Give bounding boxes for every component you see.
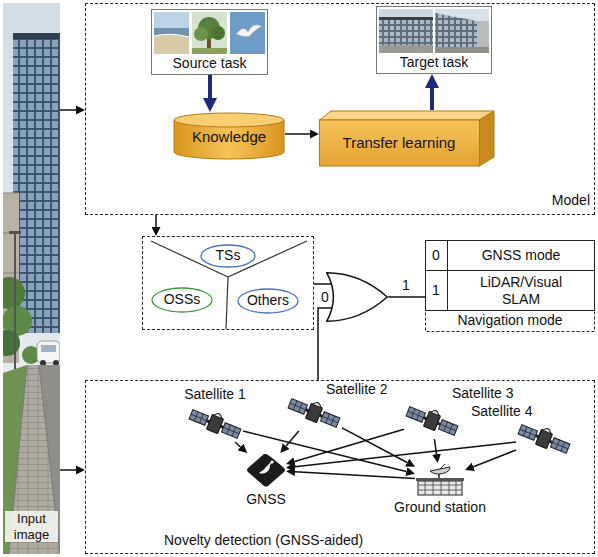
- class-ellipse: OSSs: [151, 287, 213, 313]
- signal-value: 1: [400, 277, 412, 294]
- knowledge-flow-arrow: [430, 88, 434, 110]
- target-photos: [377, 7, 491, 53]
- region-label: Model: [526, 192, 590, 209]
- connector: [235, 442, 241, 447]
- connector: [286, 431, 299, 446]
- source-task-box: Source task: [151, 9, 268, 75]
- signal-value: 0: [319, 289, 331, 306]
- receiver-label: GNSS: [241, 491, 291, 508]
- connector: [285, 133, 310, 135]
- table-cell: LiDAR/Visual SLAM: [463, 274, 579, 308]
- connector: [295, 442, 516, 467]
- table-cell: 0: [425, 247, 447, 264]
- ground-station-icon: [415, 463, 465, 497]
- source-photos: [152, 10, 267, 54]
- or-gate: [326, 272, 388, 322]
- satellite-label: Satellite 2: [326, 381, 398, 398]
- connector: [314, 283, 332, 285]
- ground-station: Ground station: [384, 463, 496, 517]
- target-task-box: Target task: [376, 6, 492, 74]
- satellite-label: Satellite 3: [452, 385, 524, 402]
- knowledge-cylinder: Knowledge: [173, 112, 285, 160]
- connector: [295, 472, 415, 479]
- satellite: Satellite 2: [286, 381, 398, 433]
- model-region: Model Source task Target task Knowledge …: [85, 3, 595, 215]
- satellite-icon: [404, 403, 460, 439]
- navigation-mode-table: 0GNSS mode 1 LiDAR/Visual SLAM Navigation m…: [425, 240, 595, 332]
- block-label: Transfer learning: [319, 134, 479, 152]
- satellite-label: Satellite 1: [179, 386, 251, 403]
- class-label: OSSs: [151, 291, 213, 308]
- connector: [243, 431, 406, 472]
- connector: [60, 109, 76, 111]
- satellite-icon: [187, 406, 243, 442]
- satellite-icon: [516, 421, 572, 457]
- station-label: Ground station: [384, 499, 496, 516]
- class-ellipse: Others: [237, 288, 299, 314]
- class-label: Others: [237, 292, 299, 309]
- satellite: Satellite 1: [179, 386, 251, 444]
- or-gate-symbol: [326, 272, 388, 322]
- connector: [60, 469, 76, 471]
- transfer-learning-block: Transfer learning: [319, 110, 495, 167]
- input-image: Input image: [3, 3, 60, 554]
- connector: [155, 215, 157, 227]
- street-photo: [3, 3, 60, 554]
- gnss-receiver: GNSS: [241, 453, 291, 511]
- class-label: TSs: [200, 247, 256, 264]
- box-label: Source task: [152, 55, 267, 72]
- box-label: Target task: [377, 54, 491, 71]
- connector: [473, 450, 516, 467]
- cylinder-label: Knowledge: [173, 128, 285, 146]
- image-caption: Input image: [5, 511, 58, 542]
- connector: [388, 296, 425, 298]
- satellite-label: Satellite 4: [471, 403, 546, 420]
- table-caption: Navigation mode: [425, 312, 595, 329]
- table-cell: GNSS mode: [447, 247, 595, 264]
- class-ellipse: TSs: [200, 244, 256, 268]
- classification-region: TSsOSSs Others: [142, 236, 314, 330]
- satellite: Satellite 4: [471, 403, 586, 459]
- table-cell: 1: [425, 282, 447, 299]
- receiver-icon: [246, 453, 286, 487]
- novelty-detection-region: Novelty detection (GNSS-aided) Satellite …: [85, 380, 595, 554]
- region-label: Novelty detection (GNSS-aided): [164, 532, 404, 549]
- knowledge-flow-arrow: [208, 75, 212, 98]
- satellite-icon: [286, 395, 342, 431]
